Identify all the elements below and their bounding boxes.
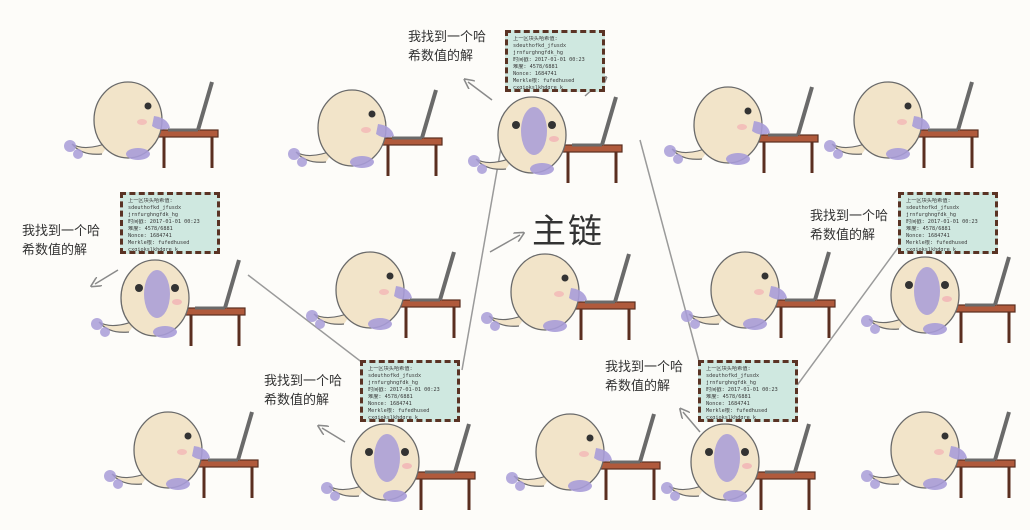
block-line: 难度: 4578/6881	[906, 226, 951, 232]
block-card: 上一区块头哈希值: sdeuthofkd_jfusdx jrnfurghngfd…	[898, 192, 998, 254]
miner-figure	[321, 423, 476, 510]
note-line: 我找到一个哈	[810, 209, 889, 224]
note-line: 希数值的解	[22, 243, 88, 258]
block-line: sdeuthofkd_jfusdx	[706, 373, 760, 379]
block-line: Nonce: 1684741	[706, 401, 750, 407]
miner-figure	[481, 253, 636, 340]
arrow	[95, 269, 119, 284]
found-hash-note: 我找到一个哈 希数值的解	[408, 28, 486, 66]
block-line: Merkle根: fufedhused	[128, 240, 190, 246]
found-hash-note: 我找到一个哈 希数值的解	[810, 207, 888, 245]
block-line: Nonce: 1684741	[513, 71, 557, 77]
miner-figure	[681, 251, 836, 338]
block-line: sdeuthofkd_jfusdx	[368, 373, 422, 379]
block-line: Merkle根: fufedhused	[906, 240, 968, 246]
block-line: 上一区块头哈希值:	[128, 198, 173, 204]
block-line: 时间戳: 2017-01-01 00:23	[706, 387, 778, 393]
block-line: jrnfurghngfdk_hg	[706, 380, 756, 386]
found-hash-note: 我找到一个哈 希数值的解	[605, 358, 683, 396]
block-line: 上一区块头哈希值:	[906, 198, 951, 204]
main-chain-title: 主链	[532, 212, 604, 252]
block-line: jrnfurghngfdk_hg	[368, 380, 418, 386]
block-line: 时间戳: 2017-01-01 00:23	[368, 387, 440, 393]
arrow	[468, 82, 493, 101]
chain-line	[639, 139, 701, 366]
block-card: 上一区块头哈希值: sdeuthofkd_jfusdx jrnfurghngfd…	[120, 192, 220, 254]
block-line: 难度: 4578/6881	[513, 64, 558, 70]
block-line: cxgiokslkhdgre_k	[513, 85, 563, 91]
miner-figure	[824, 81, 979, 168]
block-line: 难度: 4578/6881	[128, 226, 173, 232]
block-line: jrnfurghngfdk_hg	[906, 212, 956, 218]
block-line: sdeuthofkd_jfusdx	[906, 205, 960, 211]
arrow	[489, 235, 520, 253]
note-line: 希数值的解	[264, 393, 330, 408]
block-line: sdeuthofkd_jfusdx	[513, 43, 567, 49]
miner-figure	[661, 423, 816, 510]
miner-group	[64, 81, 1016, 510]
block-line: 时间戳: 2017-01-01 00:23	[128, 219, 200, 225]
block-line: sdeuthofkd_jfusdx	[128, 205, 182, 211]
block-line: 时间戳: 2017-01-01 00:23	[513, 57, 585, 63]
miner-figure	[506, 413, 661, 500]
miner-figure	[468, 96, 623, 183]
block-line: Nonce: 1684741	[906, 233, 950, 239]
block-line: 难度: 4578/6881	[368, 394, 413, 400]
block-line: Merkle根: fufedhused	[706, 408, 768, 414]
block-line: cxgiokslkhdgre_k	[906, 247, 956, 253]
block-line: Merkle根: fufedhused	[368, 408, 430, 414]
miner-figure	[861, 411, 1016, 498]
miner-figure	[861, 256, 1016, 343]
block-line: cxgiokslkhdgre_k	[368, 415, 418, 421]
found-hash-note: 我找到一个哈 希数值的解	[264, 372, 342, 410]
block-line: jrnfurghngfdk_hg	[513, 50, 563, 56]
note-line: 我找到一个哈	[22, 224, 101, 239]
block-line: jrnfurghngfdk_hg	[128, 212, 178, 218]
block-line: Nonce: 1684741	[128, 233, 172, 239]
note-line: 希数值的解	[810, 228, 876, 243]
note-line: 希数值的解	[605, 379, 671, 394]
block-card: 上一区块头哈希值: sdeuthofkd_jfusdx jrnfurghngfd…	[698, 360, 798, 422]
block-line: Nonce: 1684741	[368, 401, 412, 407]
block-card: 上一区块头哈希值: sdeuthofkd_jfusdx jrnfurghngfd…	[505, 30, 605, 92]
block-line: cxgiokslkhdgre_k	[128, 247, 178, 253]
note-line: 我找到一个哈	[408, 30, 487, 45]
found-hash-note: 我找到一个哈 希数值的解	[22, 222, 100, 260]
block-line: 上一区块头哈希值:	[513, 36, 558, 42]
miner-figure	[64, 81, 219, 168]
block-line: 难度: 4578/6881	[706, 394, 751, 400]
block-line: 上一区块头哈希值:	[368, 366, 413, 372]
miner-figure	[664, 86, 819, 173]
note-line: 我找到一个哈	[264, 374, 343, 389]
block-line: 上一区块头哈希值:	[706, 366, 751, 372]
arrow	[322, 428, 346, 443]
note-line: 希数值的解	[408, 49, 474, 64]
miner-figure	[306, 251, 461, 338]
miner-figure	[104, 411, 259, 498]
arrow	[683, 412, 701, 433]
block-line: 时间戳: 2017-01-01 00:23	[906, 219, 978, 225]
block-line: Merkle根: fufedhused	[513, 78, 575, 84]
miner-figure	[91, 259, 246, 346]
block-line: cxgiokslkhdgre_k	[706, 415, 756, 421]
block-card: 上一区块头哈希值: sdeuthofkd_jfusdx jrnfurghngfd…	[360, 360, 460, 422]
chain-line	[789, 244, 901, 396]
note-line: 我找到一个哈	[605, 360, 684, 375]
miner-figure	[288, 89, 443, 176]
